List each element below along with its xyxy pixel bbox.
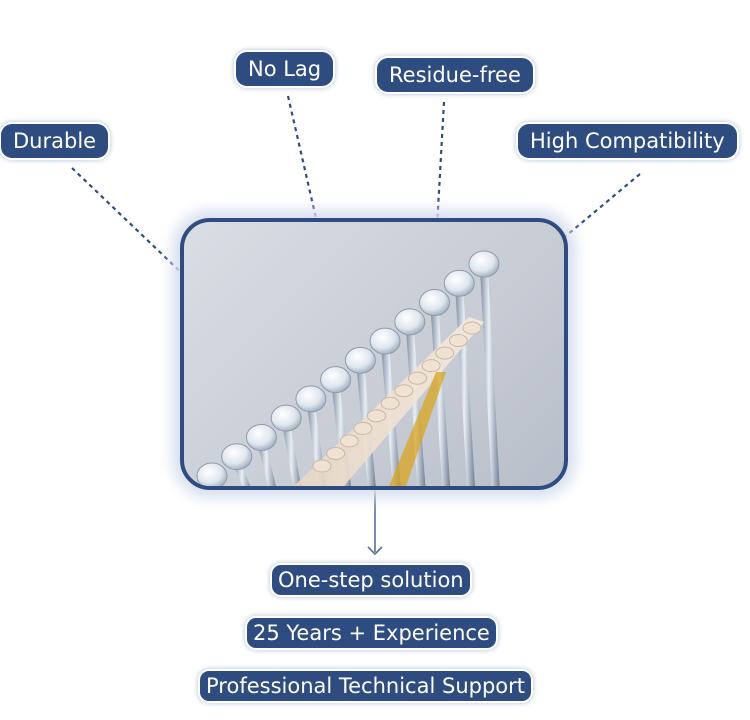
no-lag-label: No Lag: [236, 52, 334, 86]
collation-ridge: [394, 384, 414, 398]
benefit-technical-support: Professional Technical Support: [200, 671, 531, 701]
nail-shank: [405, 327, 426, 486]
collation-ridge: [380, 396, 400, 410]
nail-head: [369, 327, 401, 355]
durable-label: Durable: [1, 124, 109, 158]
collation-ridge: [339, 434, 359, 448]
nail-head: [419, 289, 451, 317]
collation-ridge: [353, 421, 373, 435]
benefit-one-step: One-step solution: [272, 565, 470, 595]
nail-coating: [389, 372, 446, 486]
nail-head: [295, 385, 327, 413]
collation-ridge: [407, 371, 427, 385]
down-arrow-head: [367, 546, 383, 556]
nail-shank: [257, 443, 276, 486]
collation-ridge: [326, 446, 346, 460]
nail-head: [245, 423, 277, 451]
nail-head: [344, 346, 376, 374]
nail-shank: [282, 424, 302, 486]
nail-head: [394, 308, 426, 336]
collation-ridge: [312, 459, 332, 473]
high-compatibility-arrow: [512, 173, 641, 281]
residue-free-label: Residue-free: [377, 58, 533, 92]
nail-head: [270, 404, 302, 432]
product-photo-frame: [180, 218, 568, 490]
nail-head: [196, 462, 228, 486]
collation-ridge: [448, 334, 468, 348]
collation-ridge: [462, 321, 482, 335]
collation-ridge: [435, 346, 455, 360]
collated-nails-image: [196, 250, 500, 486]
nail-shank: [480, 270, 500, 486]
collation-ridge: [367, 409, 387, 423]
nail-head: [320, 366, 352, 394]
nail-head: [221, 443, 253, 471]
collation-ridge: [421, 359, 441, 373]
no-lag-arrow: [286, 95, 339, 295]
nail-head: [443, 269, 475, 297]
benefit-experience: 25 Years + Experience: [247, 618, 496, 648]
high-compatibility-label: High Compatibility: [518, 124, 737, 158]
nail-head: [468, 250, 500, 278]
